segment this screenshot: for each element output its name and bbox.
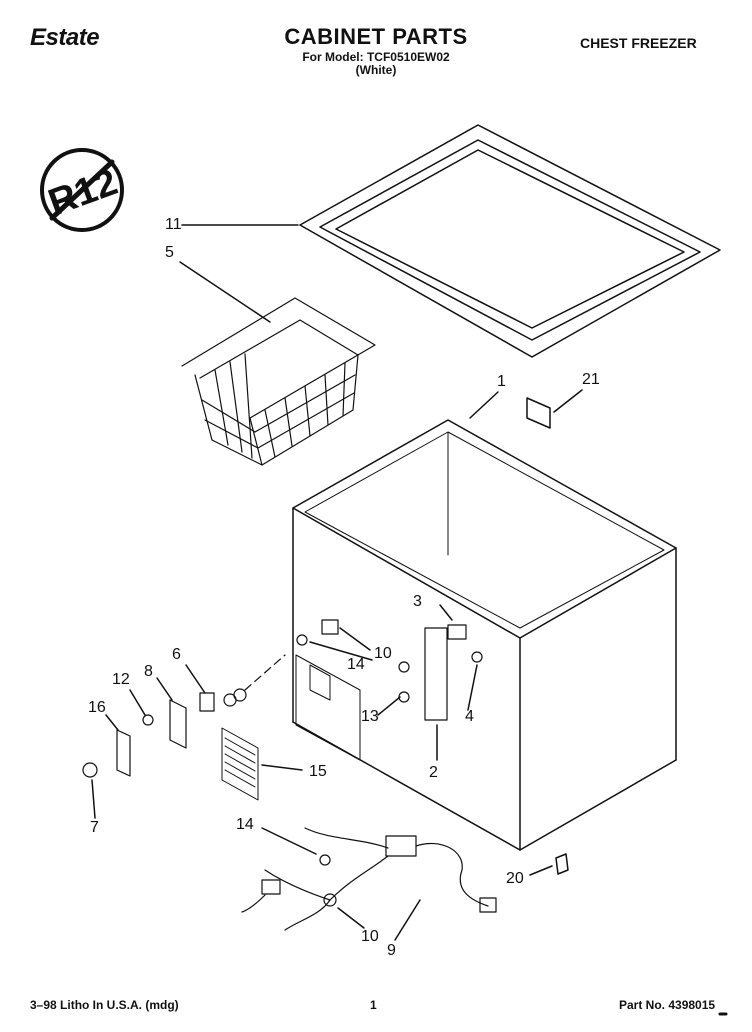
- callout-11: 11: [165, 216, 182, 233]
- leader-10-bottom: [337, 907, 365, 929]
- callout-3: 3: [413, 593, 422, 610]
- leader-21: [553, 389, 583, 413]
- page-title: CABINET PARTS: [284, 24, 468, 49]
- part-11-lid-gasket: [299, 124, 721, 358]
- color-line: (White): [355, 63, 397, 77]
- leader-8: [156, 677, 173, 701]
- callout-10-bottom: 10: [361, 928, 379, 945]
- part-5-wire-basket: [181, 297, 376, 466]
- callout-8: 8: [144, 663, 153, 680]
- callout-10-top: 10: [374, 645, 392, 662]
- brand-logo: Estate: [30, 24, 100, 51]
- leader-10-top: [339, 627, 371, 651]
- callout-1: 1: [497, 373, 506, 390]
- leader-20: [529, 865, 553, 876]
- callout-14-top: 14: [347, 656, 365, 673]
- leader-13: [377, 696, 401, 716]
- callout-14-bottom: 14: [236, 816, 254, 833]
- callout-13: 13: [361, 708, 379, 725]
- callout-5: 5: [165, 244, 174, 261]
- leader-9: [394, 899, 421, 941]
- leader-14-top: [309, 641, 373, 661]
- leader-14-bottom: [261, 827, 317, 855]
- callout-15: 15: [309, 763, 327, 780]
- model-line: For Model: TCF0510EW02: [302, 50, 450, 64]
- callout-12: 12: [112, 671, 130, 688]
- r12-badge: R12: [40, 148, 124, 232]
- thermostat-parts: [82, 654, 286, 778]
- callout-6: 6: [172, 646, 181, 663]
- callout-4: 4: [465, 708, 474, 725]
- leader-1: [469, 391, 499, 419]
- callout-9: 9: [387, 942, 396, 959]
- wiring-harness: [241, 827, 497, 931]
- part-21-label: [526, 397, 551, 429]
- leader-4: [467, 664, 478, 711]
- leader-16: [105, 714, 119, 731]
- page-number: 1: [370, 998, 377, 1012]
- part-15-grille: [221, 727, 259, 801]
- callout-21: 21: [582, 371, 600, 388]
- part-1-cabinet: [292, 419, 677, 851]
- callout-20: 20: [506, 870, 524, 887]
- leader-7: [91, 779, 96, 819]
- print-info: 3–98 Litho In U.S.A. (mdg): [30, 998, 179, 1012]
- callout-7: 7: [90, 819, 99, 836]
- callout-2: 2: [429, 764, 438, 781]
- product-type: CHEST FREEZER: [580, 35, 697, 51]
- cabinet-hardware: [296, 619, 483, 721]
- leader-15: [261, 764, 303, 771]
- leader-5: [179, 261, 271, 323]
- callout-16: 16: [88, 699, 106, 716]
- part-20-plug: [555, 853, 569, 875]
- part-number: Part No. 4398015: [619, 998, 716, 1012]
- leader-12: [129, 689, 146, 716]
- leader-3: [439, 604, 453, 621]
- leader-6: [185, 664, 206, 694]
